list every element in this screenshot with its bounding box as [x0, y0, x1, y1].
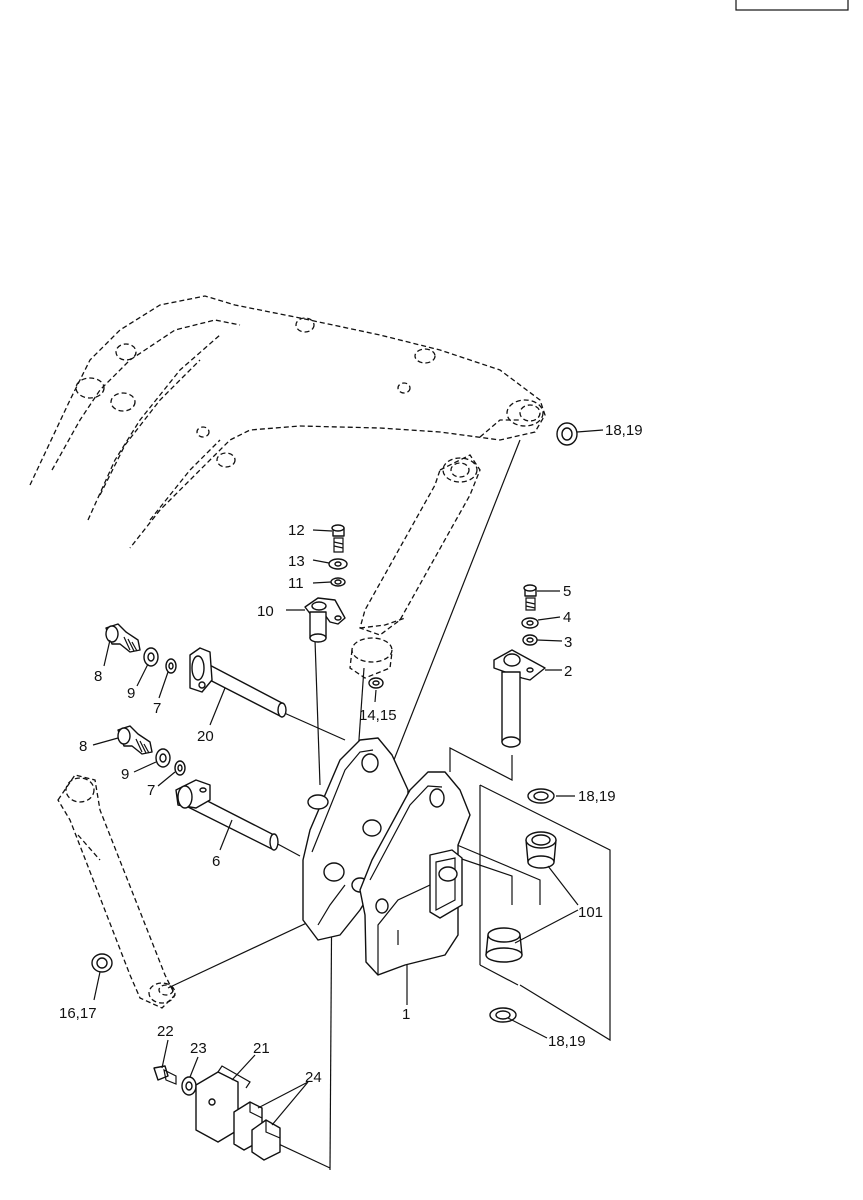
label-18-19-mid: 18,19 [578, 788, 616, 805]
label-4: 4 [563, 609, 571, 626]
label-101: 101 [578, 904, 603, 921]
label-8-upper: 8 [94, 668, 102, 685]
label-11: 11 [288, 575, 304, 592]
label-21: 21 [253, 1040, 270, 1057]
label-12: 12 [288, 522, 305, 539]
label-6: 6 [212, 853, 220, 870]
label-18-19-top: 18,19 [605, 422, 643, 439]
label-16-17: 16,17 [59, 1005, 97, 1022]
pin-part-6 [175, 779, 279, 851]
label-24: 24 [305, 1069, 322, 1086]
spacer-16-17 [91, 953, 113, 973]
bolt-group-upper [105, 623, 177, 674]
label-1: 1 [402, 1006, 410, 1023]
label-14-15: 14,15 [359, 707, 397, 724]
phantom-cylinder [349, 454, 481, 679]
bolt-group-lower [117, 725, 186, 776]
phantom-link [57, 774, 176, 1009]
lock-group-10-13 [304, 524, 348, 643]
lock-group-2-5 [493, 584, 546, 748]
washer-14-15 [368, 677, 384, 689]
label-10: 10 [257, 603, 274, 620]
stopper-group-21-24 [153, 1065, 281, 1161]
callout-labels: 18,19 12 13 11 10 5 4 3 2 8 9 7 20 14,15… [59, 422, 643, 1086]
label-22: 22 [157, 1023, 174, 1040]
phantom-boom [29, 295, 546, 549]
callout-lines [92, 429, 604, 1126]
pin-part-20 [189, 647, 287, 718]
label-9-upper: 9 [127, 685, 135, 702]
label-9-lower: 9 [121, 766, 129, 783]
spacer-top [556, 422, 578, 446]
label-13: 13 [288, 553, 305, 570]
label-3: 3 [564, 634, 572, 651]
bushings-101 [485, 788, 557, 1023]
label-18-19-bot: 18,19 [548, 1033, 586, 1050]
label-8-lower: 8 [79, 738, 87, 755]
label-5: 5 [563, 583, 571, 600]
label-7-upper: 7 [153, 700, 161, 717]
bracket-part-1 [302, 737, 471, 976]
label-7-lower: 7 [147, 782, 155, 799]
label-2: 2 [564, 663, 572, 680]
label-20: 20 [197, 728, 214, 745]
label-23: 23 [190, 1040, 207, 1057]
page-number-box [735, 0, 849, 11]
